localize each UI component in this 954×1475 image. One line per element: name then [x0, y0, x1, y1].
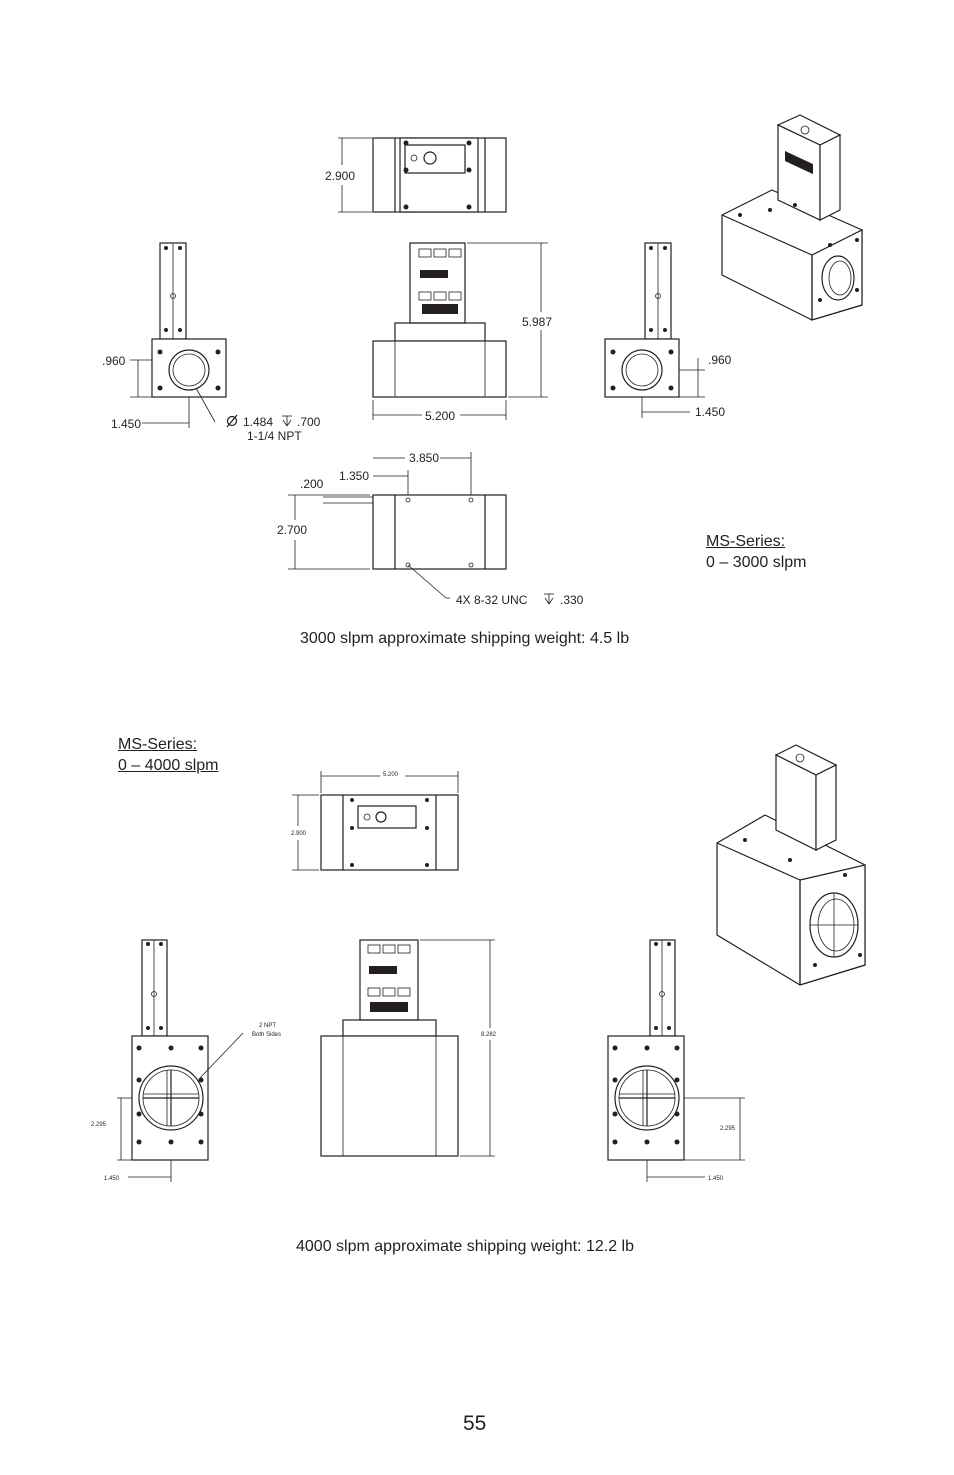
- dim-1450-right: 1.450: [695, 405, 725, 419]
- dim-4000-8282: 8.282: [481, 1032, 497, 1038]
- dim-4000-2900: 2.900: [291, 831, 307, 837]
- dim-4000-port-line1: 2 NPT: [259, 1023, 276, 1029]
- right-view-3000: [604, 242, 705, 418]
- dim-1450-left: 1.450: [111, 417, 141, 431]
- dim-4000-1450-right: 1.450: [708, 1176, 724, 1182]
- front-view-3000: [372, 242, 548, 420]
- dim-5200: 5.200: [425, 409, 455, 423]
- dim-mount-holes: 4X 8-32 UNC: [456, 593, 528, 607]
- shipping-weight-4000: 4000 slpm approximate shipping weight: 1…: [296, 1238, 634, 1255]
- page-number: 55: [463, 1412, 487, 1435]
- dim-4000-2295-right: 2.295: [720, 1126, 736, 1132]
- depth-icon: [282, 415, 292, 427]
- top-view-3000: [338, 137, 507, 213]
- bottom-view-3000: [288, 452, 507, 599]
- dim-bore-thread: 1-1/4 NPT: [247, 429, 302, 443]
- isometric-view-4000: [716, 744, 866, 986]
- dim-4000-5200: 5.200: [383, 772, 399, 778]
- left-view-4000: [117, 939, 244, 1182]
- dim-960-left: .960: [102, 354, 126, 368]
- dim-5987: 5.987: [522, 315, 552, 329]
- dim-bore-depth: .700: [297, 415, 321, 429]
- dim-4000-1450-left: 1.450: [104, 1176, 120, 1182]
- dim-bore-diameter: 1.484: [243, 415, 273, 429]
- dim-4000-2295-left: 2.295: [91, 1122, 107, 1128]
- dim-200: .200: [300, 477, 324, 491]
- series-3000-line2: 0 – 3000 slpm: [706, 554, 807, 571]
- dim-960-right: .960: [708, 353, 732, 367]
- depth-icon-mount: [544, 593, 554, 605]
- series-4000-line2: 0 – 4000 slpm: [118, 757, 219, 774]
- shipping-weight-3000: 3000 slpm approximate shipping weight: 4…: [300, 630, 630, 647]
- dim-2700: 2.700: [277, 523, 307, 537]
- left-view-3000: [130, 242, 227, 428]
- series-title-3000: MS-Series: 0 – 3000 slpm: [706, 531, 807, 573]
- top-view-4000: [292, 771, 459, 871]
- diameter-icon: [226, 414, 238, 428]
- dim-4000-port-line2: Both Sides: [252, 1032, 281, 1038]
- series-3000-line1: MS-Series:: [706, 533, 786, 550]
- dim-3850: 3.850: [409, 451, 439, 465]
- right-view-4000: [607, 939, 745, 1182]
- series-title-4000: MS-Series: 0 – 4000 slpm: [118, 734, 219, 776]
- isometric-view-3000: [721, 114, 863, 321]
- dim-2900-top: 2.900: [325, 169, 355, 183]
- front-view-4000: [320, 939, 495, 1157]
- dim-1350: 1.350: [339, 469, 369, 483]
- series-4000-line1: MS-Series:: [118, 736, 198, 753]
- dim-mount-depth: .330: [560, 593, 584, 607]
